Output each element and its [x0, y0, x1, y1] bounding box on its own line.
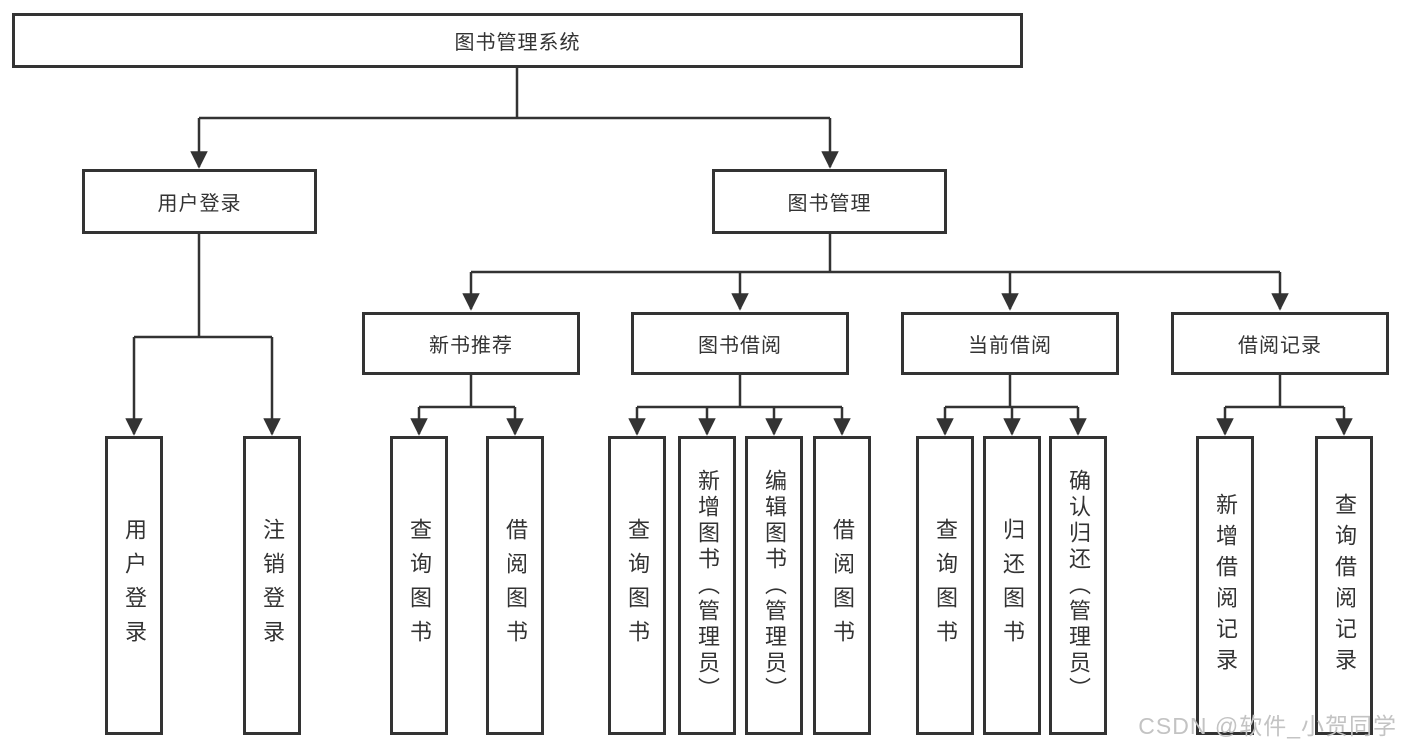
node-root-system: 图书管理系统 — [12, 13, 1023, 68]
node-book-management: 图书管理 — [712, 169, 947, 234]
leaf-node-query-books-2: 查询图书 — [608, 436, 666, 735]
leaf-node-return-books: 归还图书 — [983, 436, 1041, 735]
leaf-label: 借阅图书 — [503, 517, 528, 654]
node-label: 用户登录 — [157, 193, 242, 215]
leaf-node-edit-books-admin: 编辑图书（管理员） — [745, 436, 803, 735]
leaf-node-confirm-return-admin: 确认归还（管理员） — [1049, 436, 1107, 735]
node-user-login: 用户登录 — [82, 169, 317, 234]
node-label: 图书管理 — [787, 193, 872, 215]
watermark-text: CSDN @软件_小贺同学 — [1138, 713, 1397, 739]
leaf-node-user-login: 用户登录 — [105, 436, 163, 735]
leaf-node-add-books-admin: 新增图书（管理员） — [678, 436, 736, 735]
leaf-label: 确认归还（管理员） — [1066, 468, 1091, 703]
node-label: 图书借阅 — [698, 335, 782, 357]
node-label: 新书推荐 — [429, 335, 513, 357]
leaf-label: 查询图书 — [407, 517, 432, 654]
node-label: 当前借阅 — [968, 335, 1052, 357]
leaf-label: 查询图书 — [933, 517, 958, 654]
leaf-label: 归还图书 — [1000, 517, 1025, 654]
leaf-label: 查询借阅记录 — [1332, 492, 1357, 679]
leaf-label: 编辑图书（管理员） — [762, 468, 787, 703]
leaf-label: 新增借阅记录 — [1213, 492, 1238, 679]
node-new-book-recommend: 新书推荐 — [362, 312, 580, 375]
node-current-borrow: 当前借阅 — [901, 312, 1119, 375]
leaf-node-borrow-books-2: 借阅图书 — [813, 436, 871, 735]
leaf-node-logout: 注销登录 — [243, 436, 301, 735]
leaf-label: 用户登录 — [122, 517, 147, 654]
node-label: 借阅记录 — [1238, 335, 1322, 357]
node-borrow-records: 借阅记录 — [1171, 312, 1389, 375]
leaf-label: 借阅图书 — [830, 517, 855, 654]
leaf-node-query-borrow-record: 查询借阅记录 — [1315, 436, 1373, 735]
node-label: 图书管理系统 — [454, 32, 581, 54]
leaf-node-query-books-1: 查询图书 — [390, 436, 448, 735]
leaf-node-query-books-3: 查询图书 — [916, 436, 974, 735]
leaf-label: 注销登录 — [260, 517, 285, 654]
leaf-label: 新增图书（管理员） — [695, 468, 720, 703]
leaf-label: 查询图书 — [625, 517, 650, 654]
watermark: CSDN @软件_小贺同学 — [1138, 707, 1397, 741]
leaf-node-add-borrow-record: 新增借阅记录 — [1196, 436, 1254, 735]
leaf-node-borrow-books-1: 借阅图书 — [486, 436, 544, 735]
node-book-borrow: 图书借阅 — [631, 312, 849, 375]
